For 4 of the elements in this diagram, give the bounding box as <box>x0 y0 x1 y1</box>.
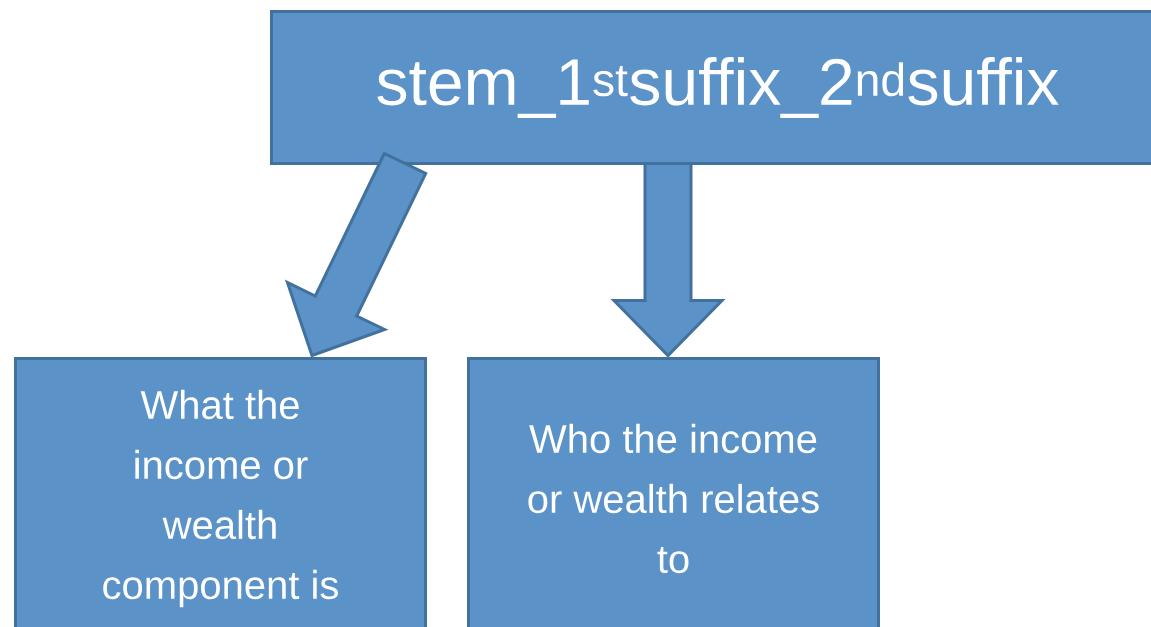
text-box: Who the income or wealth relates to <box>467 357 880 627</box>
text-box: stem_1$^{st}$suffix_2$^{nd}$suffix <box>270 10 1151 165</box>
block-arrow <box>610 162 726 358</box>
text-box: What the income or wealth component is <box>14 357 427 627</box>
